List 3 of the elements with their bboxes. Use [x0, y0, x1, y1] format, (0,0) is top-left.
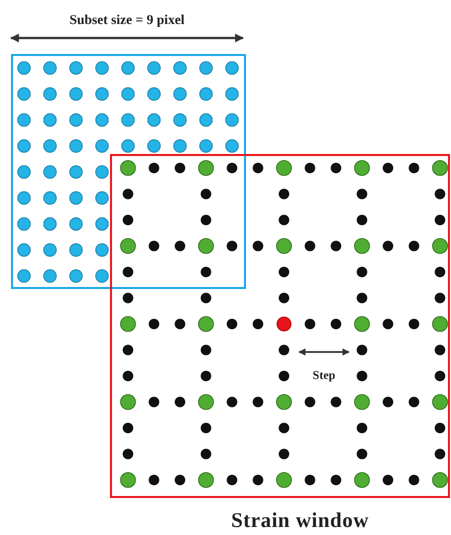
- dimension-label: Step: [312, 368, 336, 383]
- dimension-label: Subset size = 9 pixel: [68, 12, 186, 28]
- node-label: Strain window: [230, 508, 370, 533]
